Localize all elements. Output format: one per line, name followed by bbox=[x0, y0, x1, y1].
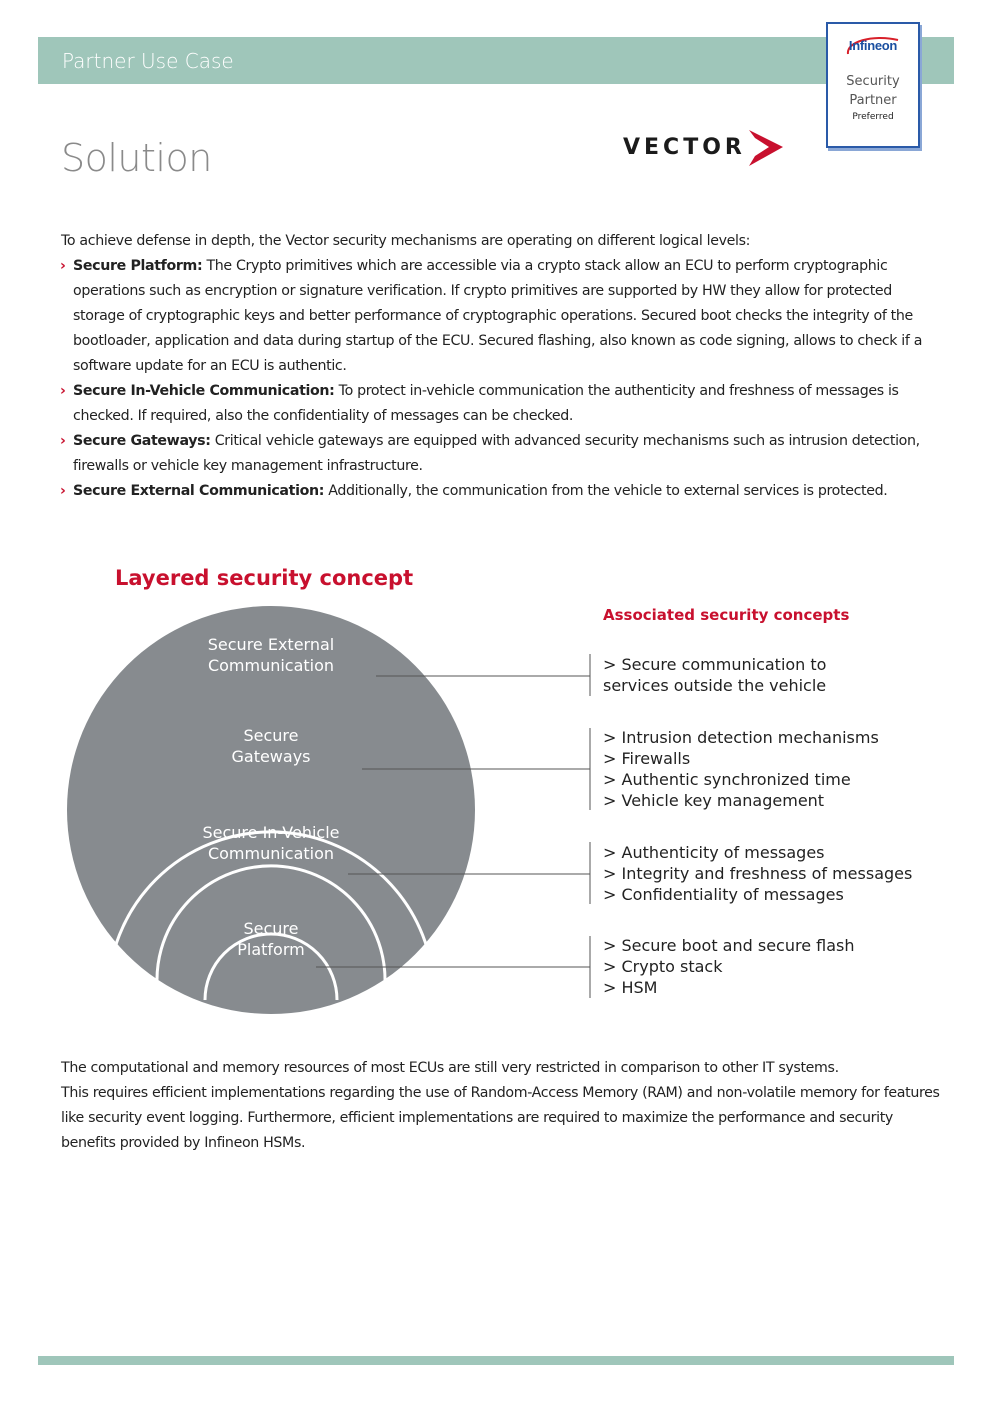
layer-label: Communication bbox=[208, 844, 334, 863]
infineon-logo-text: Infineon bbox=[848, 38, 898, 53]
layer-label: Gateways bbox=[231, 747, 310, 766]
layer-platform-ring bbox=[203, 932, 339, 1001]
concept-item: services outside the vehicle bbox=[603, 676, 826, 695]
concept-item: > Authentic synchronized time bbox=[603, 770, 851, 789]
concept-item: > Crypto stack bbox=[603, 957, 723, 976]
infineon-swoosh-icon bbox=[846, 36, 899, 55]
footer-band bbox=[38, 1356, 954, 1365]
layer-label: Secure bbox=[243, 919, 298, 938]
bullet-text: The Crypto primitives which are accessib… bbox=[73, 258, 923, 374]
concept-item: > Secure boot and secure flash bbox=[603, 936, 855, 955]
layer-label: Secure bbox=[243, 726, 298, 745]
bullet-term: Secure Gateways: bbox=[73, 433, 211, 449]
layer-in-vehicle-ring bbox=[155, 864, 387, 996]
layer-label: Communication bbox=[208, 656, 334, 675]
bullet-term: Secure In-Vehicle Communication: bbox=[73, 383, 335, 399]
page-title: Solution bbox=[61, 136, 212, 180]
layer-external-circle bbox=[67, 606, 475, 1014]
intro-lead: To achieve defense in depth, the Vector … bbox=[61, 233, 751, 249]
concept-item: > Integrity and freshness of messages bbox=[603, 864, 912, 883]
header-band: Partner Use Case bbox=[38, 37, 954, 84]
bullet-secure-gateways: › Secure Gateways: Critical vehicle gatew… bbox=[60, 429, 941, 479]
bullet-term: Secure External Communication: bbox=[73, 483, 325, 499]
layer-label: Secure In-Vehicle bbox=[202, 823, 339, 842]
concept-item: > Intrusion detection mechanisms bbox=[603, 728, 879, 747]
concept-item: > Confidentiality of messages bbox=[603, 885, 844, 904]
concept-item: > Authenticity of messages bbox=[603, 843, 825, 862]
closing-paragraph: The computational and memory resources o… bbox=[61, 1056, 941, 1156]
badge-security: Security bbox=[846, 74, 900, 89]
layer-label: Secure External bbox=[208, 635, 334, 654]
chevron-right-icon: › bbox=[60, 433, 66, 449]
infineon-logo: Infineon bbox=[842, 34, 904, 60]
diagram-title: Layered security concept bbox=[115, 566, 413, 590]
associated-concepts-title: Associated security concepts bbox=[603, 606, 849, 624]
bullet-text: To protect in-vehicle communication the … bbox=[73, 383, 899, 424]
bullet-secure-in-vehicle: › Secure In-Vehicle Communication: To pro… bbox=[60, 379, 941, 429]
concept-item: > Secure communication to bbox=[603, 655, 826, 674]
intro-bullet-list: › Secure Platform: The Crypto primitives … bbox=[60, 254, 941, 504]
bullet-text: Additionally, the communication from the… bbox=[324, 483, 888, 499]
concept-item: > Vehicle key management bbox=[603, 791, 824, 810]
vector-chevron-icon bbox=[749, 130, 783, 166]
vector-logo: VECTOR bbox=[623, 130, 788, 168]
chevron-right-icon: › bbox=[60, 383, 66, 399]
concept-item: > Firewalls bbox=[603, 749, 690, 768]
bullet-secure-external: › Secure External Communication: Addition… bbox=[60, 479, 941, 504]
chevron-right-icon: › bbox=[60, 483, 66, 499]
layered-security-diagram: Layered security concept Associated secu… bbox=[67, 566, 912, 1014]
infineon-partner-badge: Infineon Security Partner Preferred bbox=[826, 22, 920, 148]
bullet-term: Secure Platform: bbox=[73, 258, 203, 274]
badge-partner: Partner bbox=[849, 93, 897, 108]
layer-label: Platform bbox=[237, 940, 304, 959]
bullet-text: Critical vehicle gateways are equipped w… bbox=[73, 433, 920, 474]
band-title: Partner Use Case bbox=[62, 49, 234, 73]
closing-line: The computational and memory resources o… bbox=[61, 1060, 839, 1076]
chevron-right-icon: › bbox=[60, 258, 66, 274]
closing-line: This requires efficient implementations … bbox=[61, 1085, 940, 1151]
bullet-secure-platform: › Secure Platform: The Crypto primitives … bbox=[60, 254, 941, 379]
concept-item: > HSM bbox=[603, 978, 657, 997]
intro-section: To achieve defense in depth, the Vector … bbox=[60, 229, 941, 504]
vector-logo-text: VECTOR bbox=[623, 135, 746, 160]
badge-preferred: Preferred bbox=[852, 112, 894, 122]
layer-gateways-ring bbox=[106, 830, 436, 996]
